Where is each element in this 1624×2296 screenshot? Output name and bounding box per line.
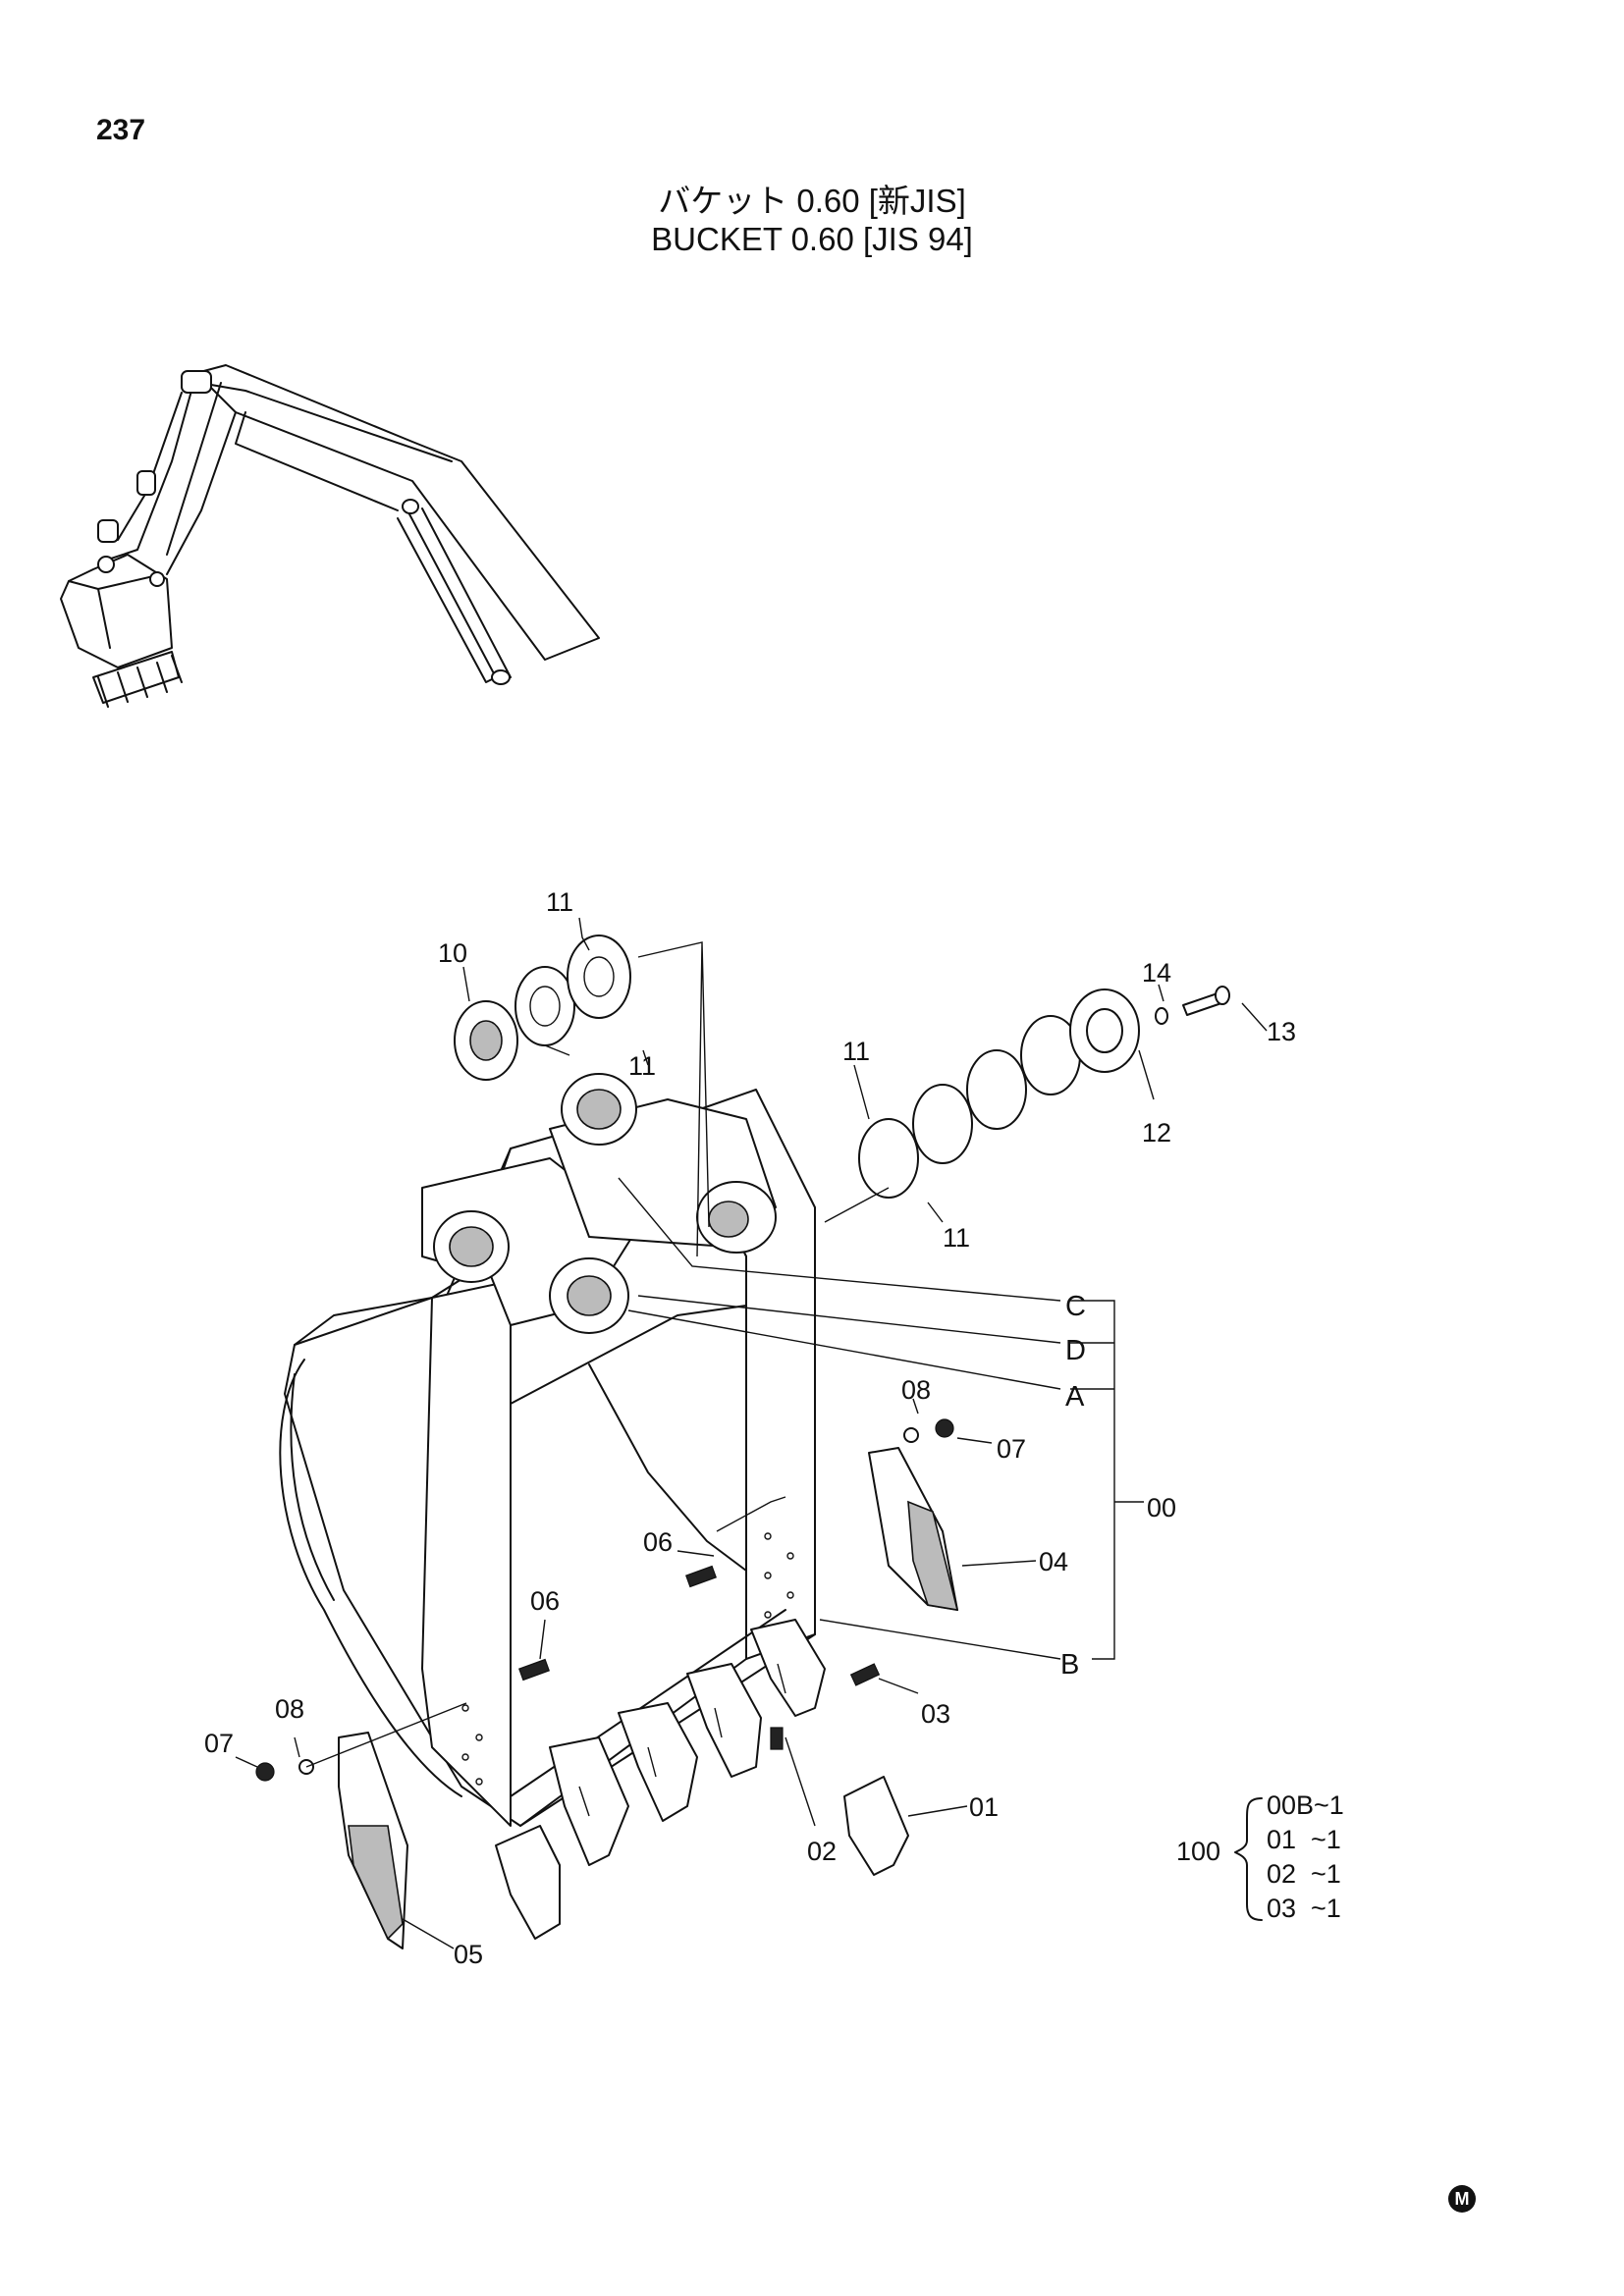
- callout-labels: 11 10 11 11 11 12 13 14 C D A B 00 08 07…: [204, 887, 1296, 1969]
- bucket-assembly-drawing: [279, 1073, 826, 1940]
- title-english: BUCKET 0.60 [JIS 94]: [651, 221, 973, 257]
- callout-06-lower: 06: [530, 1586, 560, 1616]
- pin-shims-upper: [454, 934, 1230, 1199]
- ref-letter-d: D: [1065, 1335, 1086, 1366]
- assembly-row-2: 01 ~1: [1267, 1825, 1341, 1854]
- callout-13: 13: [1267, 1017, 1296, 1046]
- callout-04: 04: [1039, 1547, 1068, 1576]
- callout-03: 03: [921, 1699, 950, 1729]
- callout-07-left: 07: [204, 1729, 234, 1758]
- footer-circle-mark: M: [1448, 2185, 1476, 2213]
- leader-lines: [235, 917, 1268, 1949]
- callout-00: 00: [1147, 1493, 1176, 1522]
- callout-11-top: 11: [546, 887, 573, 917]
- excavator-overview-drawing: [60, 364, 600, 708]
- assembly-number: 100: [1176, 1837, 1220, 1866]
- callout-12: 12: [1142, 1118, 1171, 1148]
- callout-14: 14: [1142, 958, 1171, 988]
- side-cutters-and-hardware: [255, 1418, 959, 1949]
- callout-05: 05: [454, 1940, 483, 1969]
- ref-letter-b: B: [1060, 1649, 1079, 1681]
- callout-07-right: 07: [997, 1434, 1026, 1464]
- callout-02: 02: [807, 1837, 837, 1866]
- callout-10: 10: [438, 938, 467, 968]
- callout-11-right-bottom: 11: [943, 1223, 970, 1253]
- title-japanese: バケット 0.60 [新JIS]: [658, 183, 966, 219]
- page-number: 237: [96, 114, 146, 146]
- callout-11-right-top: 11: [842, 1037, 870, 1066]
- callout-11-lower: 11: [628, 1051, 656, 1081]
- ref-letter-a: A: [1065, 1381, 1085, 1413]
- assembly-row-1: 00B~1: [1267, 1790, 1344, 1820]
- callout-06-upper: 06: [643, 1527, 673, 1557]
- assembly-row-4: 03 ~1: [1267, 1894, 1341, 1923]
- ref-letter-c: C: [1065, 1291, 1086, 1322]
- callout-01: 01: [969, 1792, 999, 1822]
- callout-08-right: 08: [901, 1375, 931, 1405]
- callout-08-left: 08: [275, 1694, 304, 1724]
- assembly-note: 100 00B~1 01 ~1 02 ~1 03 ~1: [1176, 1790, 1344, 1923]
- assembly-row-3: 02 ~1: [1267, 1859, 1341, 1889]
